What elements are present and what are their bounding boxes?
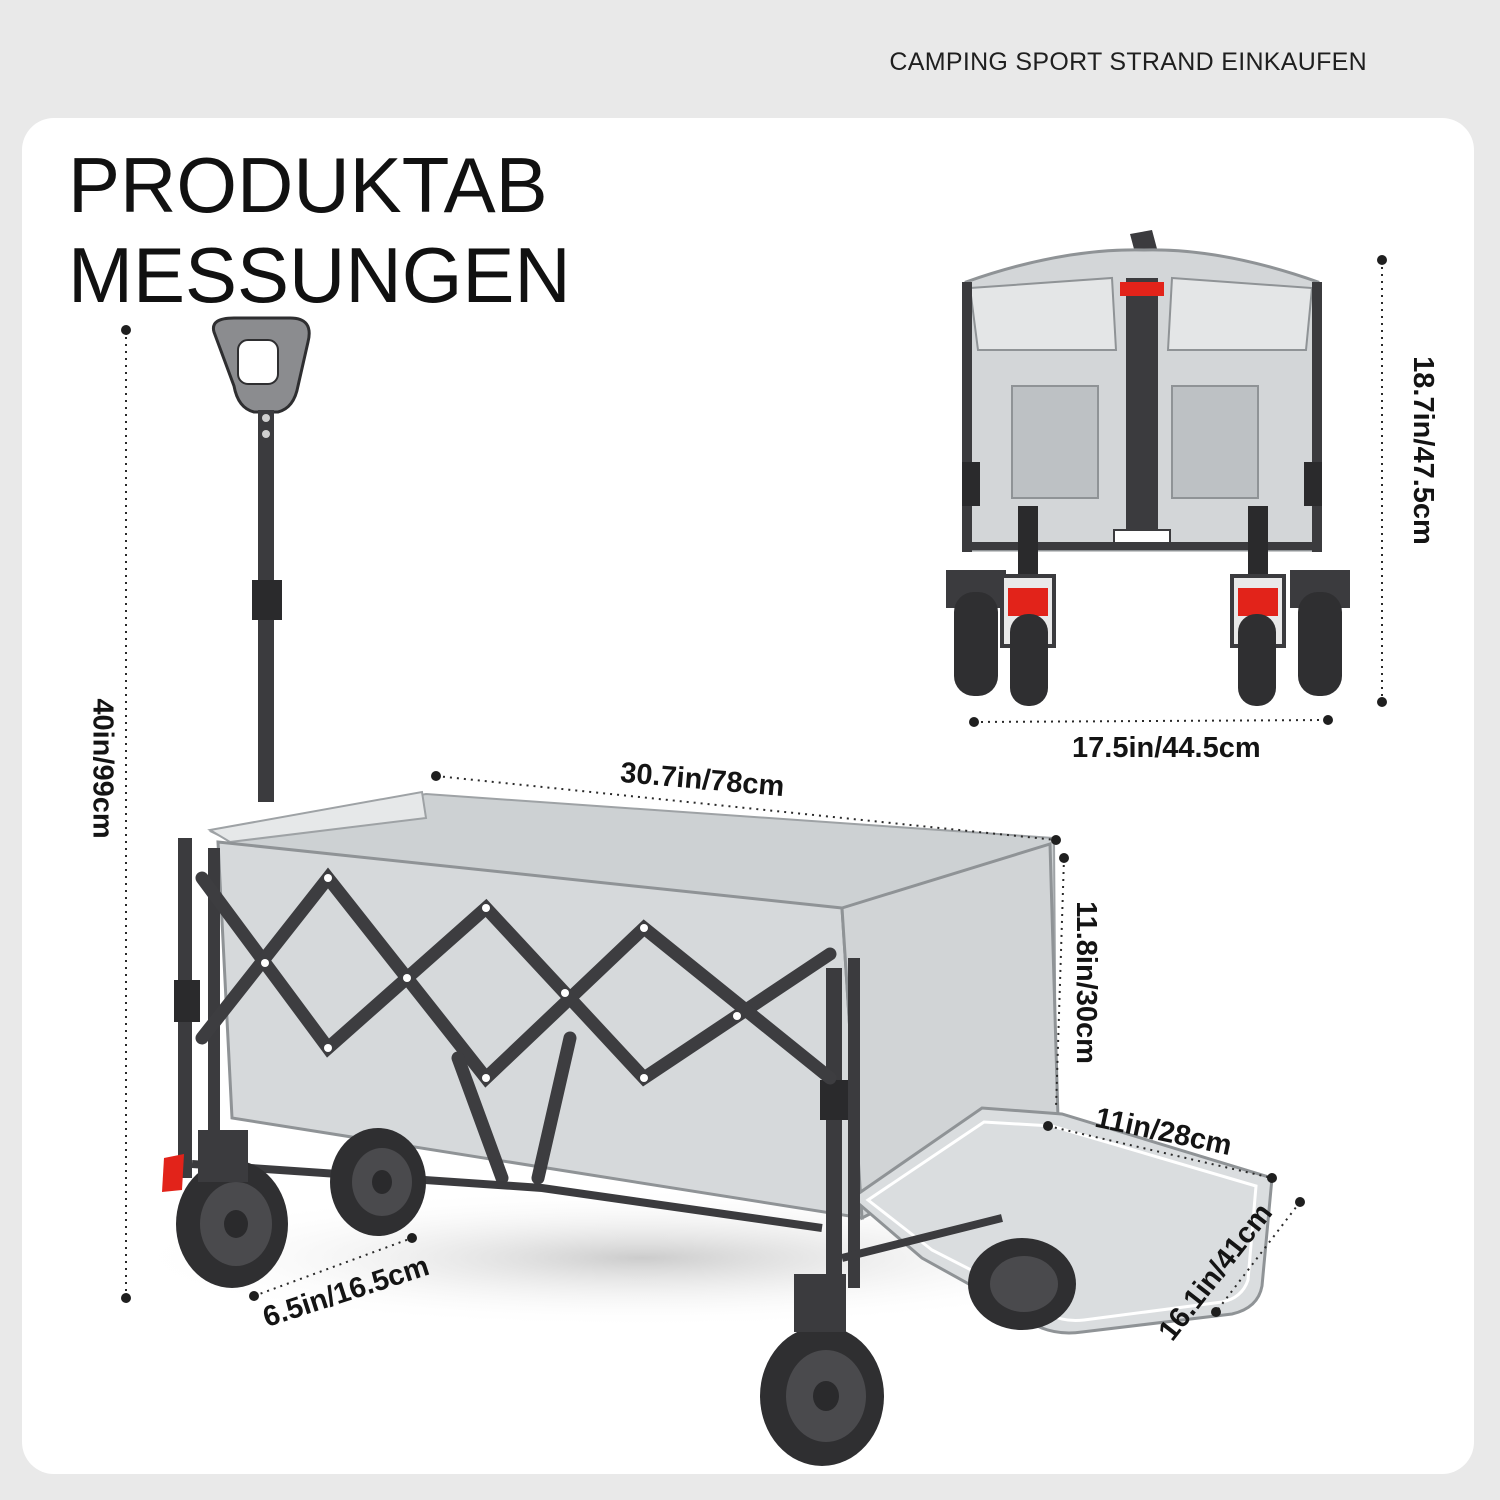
dim-depth: 11.8in/30cm bbox=[1069, 901, 1102, 1064]
dim-folded-height: 18.7in/47.5cm bbox=[1406, 356, 1439, 545]
wheel-rear-left bbox=[330, 1128, 426, 1236]
pull-handle bbox=[211, 316, 311, 802]
title-line-1: PRODUKTAB bbox=[68, 141, 548, 229]
folded-wheel-4 bbox=[1290, 570, 1350, 696]
dimension-lines bbox=[125, 260, 1383, 1313]
dim-total-height: 40in/99cm bbox=[86, 698, 119, 839]
folded-wheel-1 bbox=[946, 570, 1006, 696]
main-wagon bbox=[162, 316, 1274, 1466]
header-tagline: CAMPING SPORT STRAND EINKAUFEN bbox=[889, 48, 1367, 76]
dim-folded-width: 17.5in/44.5cm bbox=[1072, 732, 1261, 764]
folded-wheel-2 bbox=[1000, 574, 1056, 706]
page-title: PRODUKTAB MESSUNGEN bbox=[68, 140, 571, 320]
dimension-endpoints bbox=[121, 255, 1387, 1317]
folded-wheel-3 bbox=[1230, 574, 1286, 706]
wagon-illustration bbox=[121, 230, 1387, 1466]
wheel-rear-right bbox=[968, 1238, 1076, 1330]
brake-pedal bbox=[162, 1154, 184, 1192]
title-line-2: MESSUNGEN bbox=[68, 231, 571, 319]
wheel-front-left bbox=[176, 1130, 288, 1288]
folded-wagon bbox=[946, 230, 1350, 706]
wheel-front-right bbox=[760, 1274, 884, 1466]
product-card: PRODUKTAB MESSUNGEN bbox=[22, 118, 1474, 1474]
